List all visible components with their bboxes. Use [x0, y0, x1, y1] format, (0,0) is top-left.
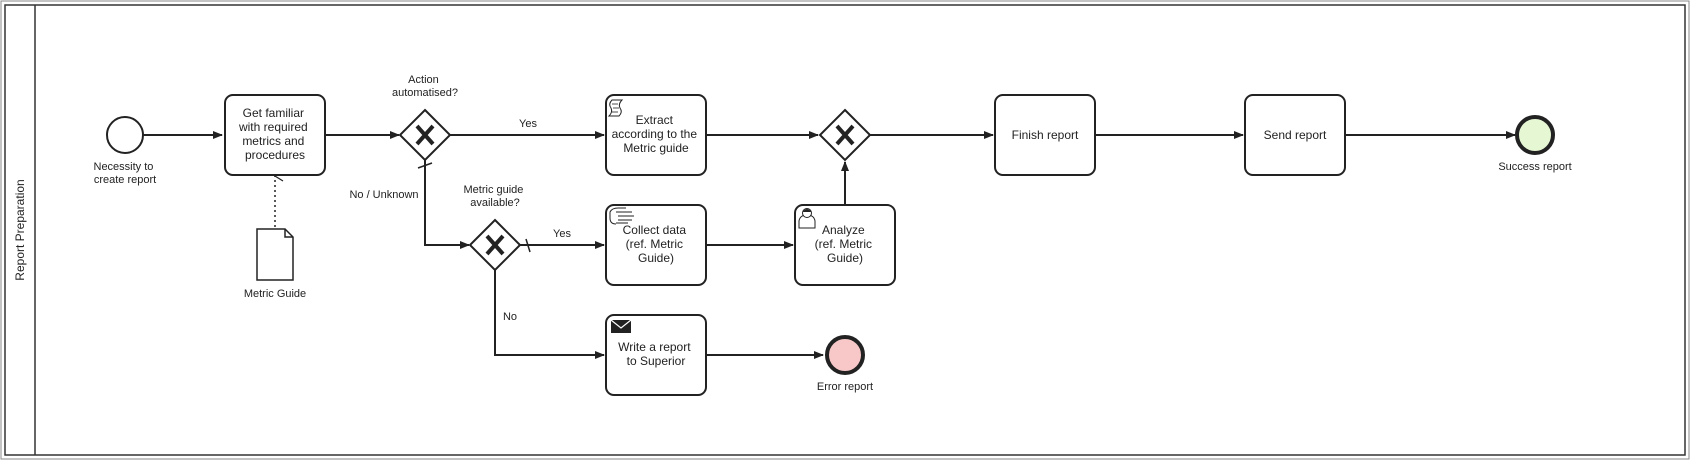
exclusive-x-icon: [835, 124, 855, 146]
task-finish-label: Finish report: [1012, 128, 1079, 142]
task-collect-data[interactable]: Collect data (ref. Metric Guide): [605, 204, 707, 286]
flow-label-yes-2: Yes: [553, 228, 571, 240]
flow-label-no-unknown: No / Unknown: [349, 189, 418, 201]
gateway2-label: Metric guide available?: [464, 184, 527, 209]
error-end-event[interactable]: [825, 335, 865, 375]
data-object-metric-guide[interactable]: [256, 228, 294, 281]
data-object-label: Metric Guide: [244, 288, 306, 300]
default-flow-marker-2: [525, 238, 531, 253]
default-flow-marker: [417, 162, 433, 169]
start-event-label: Necessity to create report: [94, 161, 157, 186]
task-analyze[interactable]: Analyze (ref. Metric Guide): [794, 204, 896, 286]
gateway1-label: Action automatised?: [392, 74, 458, 99]
task-extract[interactable]: Extract according to the Metric guide: [605, 94, 707, 176]
task-write-report[interactable]: Write a report to Superior: [605, 314, 707, 396]
start-event[interactable]: [106, 116, 144, 154]
manual-hand-icon: [609, 207, 634, 225]
envelope-icon: [610, 319, 632, 333]
flow-label-yes-1: Yes: [519, 118, 537, 130]
gateway-action-automatised[interactable]: [398, 108, 452, 162]
script-icon: [607, 99, 624, 117]
gateway-merge[interactable]: [818, 108, 872, 162]
task-collect-label: Collect data (ref. Metric Guide): [623, 223, 690, 265]
exclusive-x-icon: [485, 234, 505, 256]
flow-gateway1-no-to-gateway2[interactable]: [424, 160, 470, 249]
sequence-flows: [143, 131, 1516, 359]
task-send-report[interactable]: Send report: [1244, 94, 1346, 176]
task-finish-report[interactable]: Finish report: [994, 94, 1096, 176]
error-event-label: Error report: [817, 381, 873, 393]
task-send-label: Send report: [1264, 128, 1327, 142]
task-extract-label: Extract according to the Metric guide: [612, 113, 701, 155]
flow-label-no: No: [503, 311, 517, 323]
success-end-event[interactable]: [1515, 115, 1555, 155]
gateway-metric-guide-available[interactable]: [468, 218, 522, 272]
pool-label: Report Preparation: [13, 179, 27, 280]
flow-gateway2-no-to-write[interactable]: [494, 270, 605, 359]
task-get-familiar[interactable]: Get familiar with required metrics and p…: [224, 94, 326, 176]
exclusive-x-icon: [415, 124, 435, 146]
task-get-familiar-label: Get familiar with required metrics and p…: [238, 106, 311, 162]
task-analyze-label: Analyze (ref. Metric Guide): [815, 223, 876, 265]
success-event-label: Success report: [1498, 161, 1571, 173]
user-icon: [798, 208, 816, 229]
task-write-report-label: Write a report to Superior: [618, 340, 694, 368]
